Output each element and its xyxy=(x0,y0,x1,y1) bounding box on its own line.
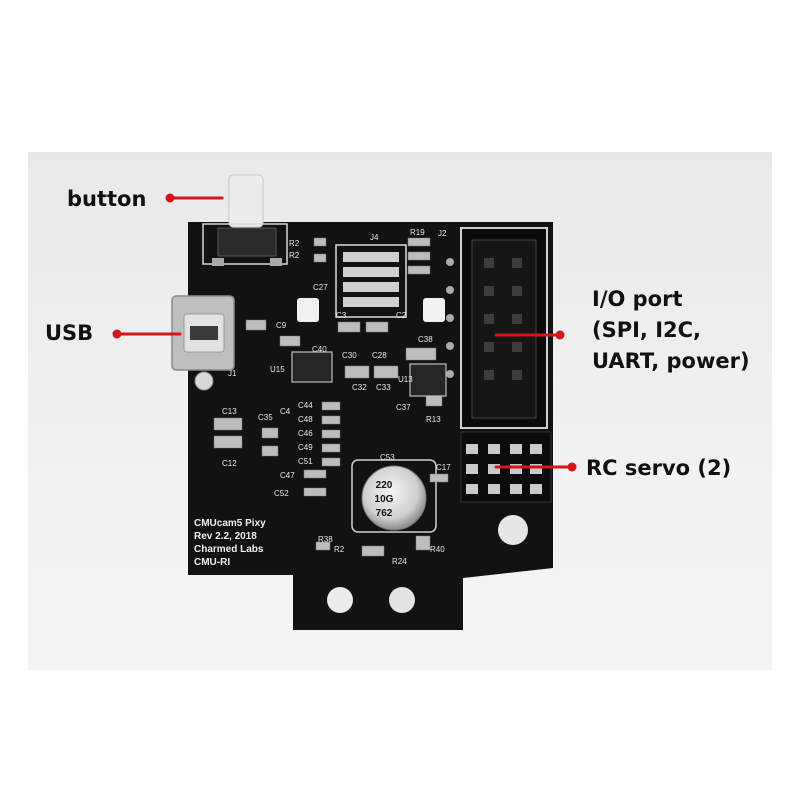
mount-hole-usb xyxy=(194,371,214,391)
led-left xyxy=(297,298,319,322)
ref-c49: C49 xyxy=(298,443,313,452)
ref-c52: C52 xyxy=(274,489,289,498)
ref-c37: C37 xyxy=(396,403,411,412)
board-line-4: CMU-RI xyxy=(194,557,230,568)
board-silkscreen-title: CMUcam5 Pixy Rev 2.2, 2018 Charmed Labs … xyxy=(194,518,266,568)
ref-c13: C13 xyxy=(222,407,237,416)
ref-c17: C17 xyxy=(436,463,451,472)
ref-u13: U13 xyxy=(398,375,413,384)
ref-j1: J1 xyxy=(228,369,237,378)
push-button xyxy=(202,174,288,266)
ref-c2: C2 xyxy=(396,311,407,320)
board-line-3: Charmed Labs xyxy=(194,544,264,555)
mount-hole-right xyxy=(498,515,528,545)
callout-io-port-label: I/O port (SPI, I2C, UART, power) xyxy=(592,284,750,377)
callout-rc-servo-label: RC servo (2) xyxy=(586,456,732,480)
ref-c35: C35 xyxy=(258,413,273,422)
capacitor-marking-2: 10G xyxy=(375,494,394,505)
ref-c33: C33 xyxy=(376,383,391,392)
ref-r2b: R2 xyxy=(289,251,300,260)
ref-r20: R2 xyxy=(334,545,345,554)
ref-r40: R40 xyxy=(430,545,445,554)
io-port-line-2: (SPI, I2C, xyxy=(592,318,702,342)
ref-r38: R38 xyxy=(318,535,333,544)
ref-j4: J4 xyxy=(370,233,379,242)
ref-u15: U15 xyxy=(270,365,285,374)
io-port-line-3: UART, power) xyxy=(592,349,750,373)
usb-connector xyxy=(171,295,235,391)
callout-usb-label: USB xyxy=(45,321,94,345)
ref-r2a: R2 xyxy=(289,239,300,248)
capacitor-marking-3: 762 xyxy=(376,508,393,519)
ic-chip xyxy=(335,244,407,318)
smd-components xyxy=(213,237,449,557)
capacitor-marking-1: 220 xyxy=(376,480,393,491)
board-line-1: CMUcam5 Pixy xyxy=(194,518,266,529)
ref-c40: C40 xyxy=(312,345,327,354)
ref-c47: C47 xyxy=(280,471,295,480)
ref-c28: C28 xyxy=(372,351,387,360)
ref-c51: C51 xyxy=(298,457,313,466)
board-line-2: Rev 2.2, 2018 xyxy=(194,531,257,542)
mount-hole-bottom-left xyxy=(327,587,353,613)
ref-c30: C30 xyxy=(342,351,357,360)
electrolytic-capacitor: 220 10G 762 xyxy=(351,459,437,533)
ref-c53: C53 xyxy=(380,453,395,462)
callout-button-label: button xyxy=(67,187,147,211)
ref-r13: R13 xyxy=(426,415,441,424)
ref-c48: C48 xyxy=(298,415,313,424)
io-header xyxy=(446,227,548,429)
callout-lines xyxy=(112,193,577,472)
silkscreen-refs: R2 R2 J4 R19 J2 C27 C9 C40 C30 C28 C3 C2… xyxy=(222,228,451,566)
ref-c44: C44 xyxy=(298,401,313,410)
ref-c27: C27 xyxy=(313,283,328,292)
ref-c4: C4 xyxy=(280,407,291,416)
ref-c12: C12 xyxy=(222,459,237,468)
ref-r19: R19 xyxy=(410,228,425,237)
ref-c9: C9 xyxy=(276,321,287,330)
ref-c38: C38 xyxy=(418,335,433,344)
io-port-line-1: I/O port xyxy=(592,287,683,311)
led-right xyxy=(423,298,445,322)
ref-c46: C46 xyxy=(298,429,313,438)
ref-c3: C3 xyxy=(336,311,347,320)
ref-j2: J2 xyxy=(438,229,447,238)
ref-r24: R24 xyxy=(392,557,407,566)
ref-c32: C32 xyxy=(352,383,367,392)
mount-hole-bottom-right xyxy=(389,587,415,613)
